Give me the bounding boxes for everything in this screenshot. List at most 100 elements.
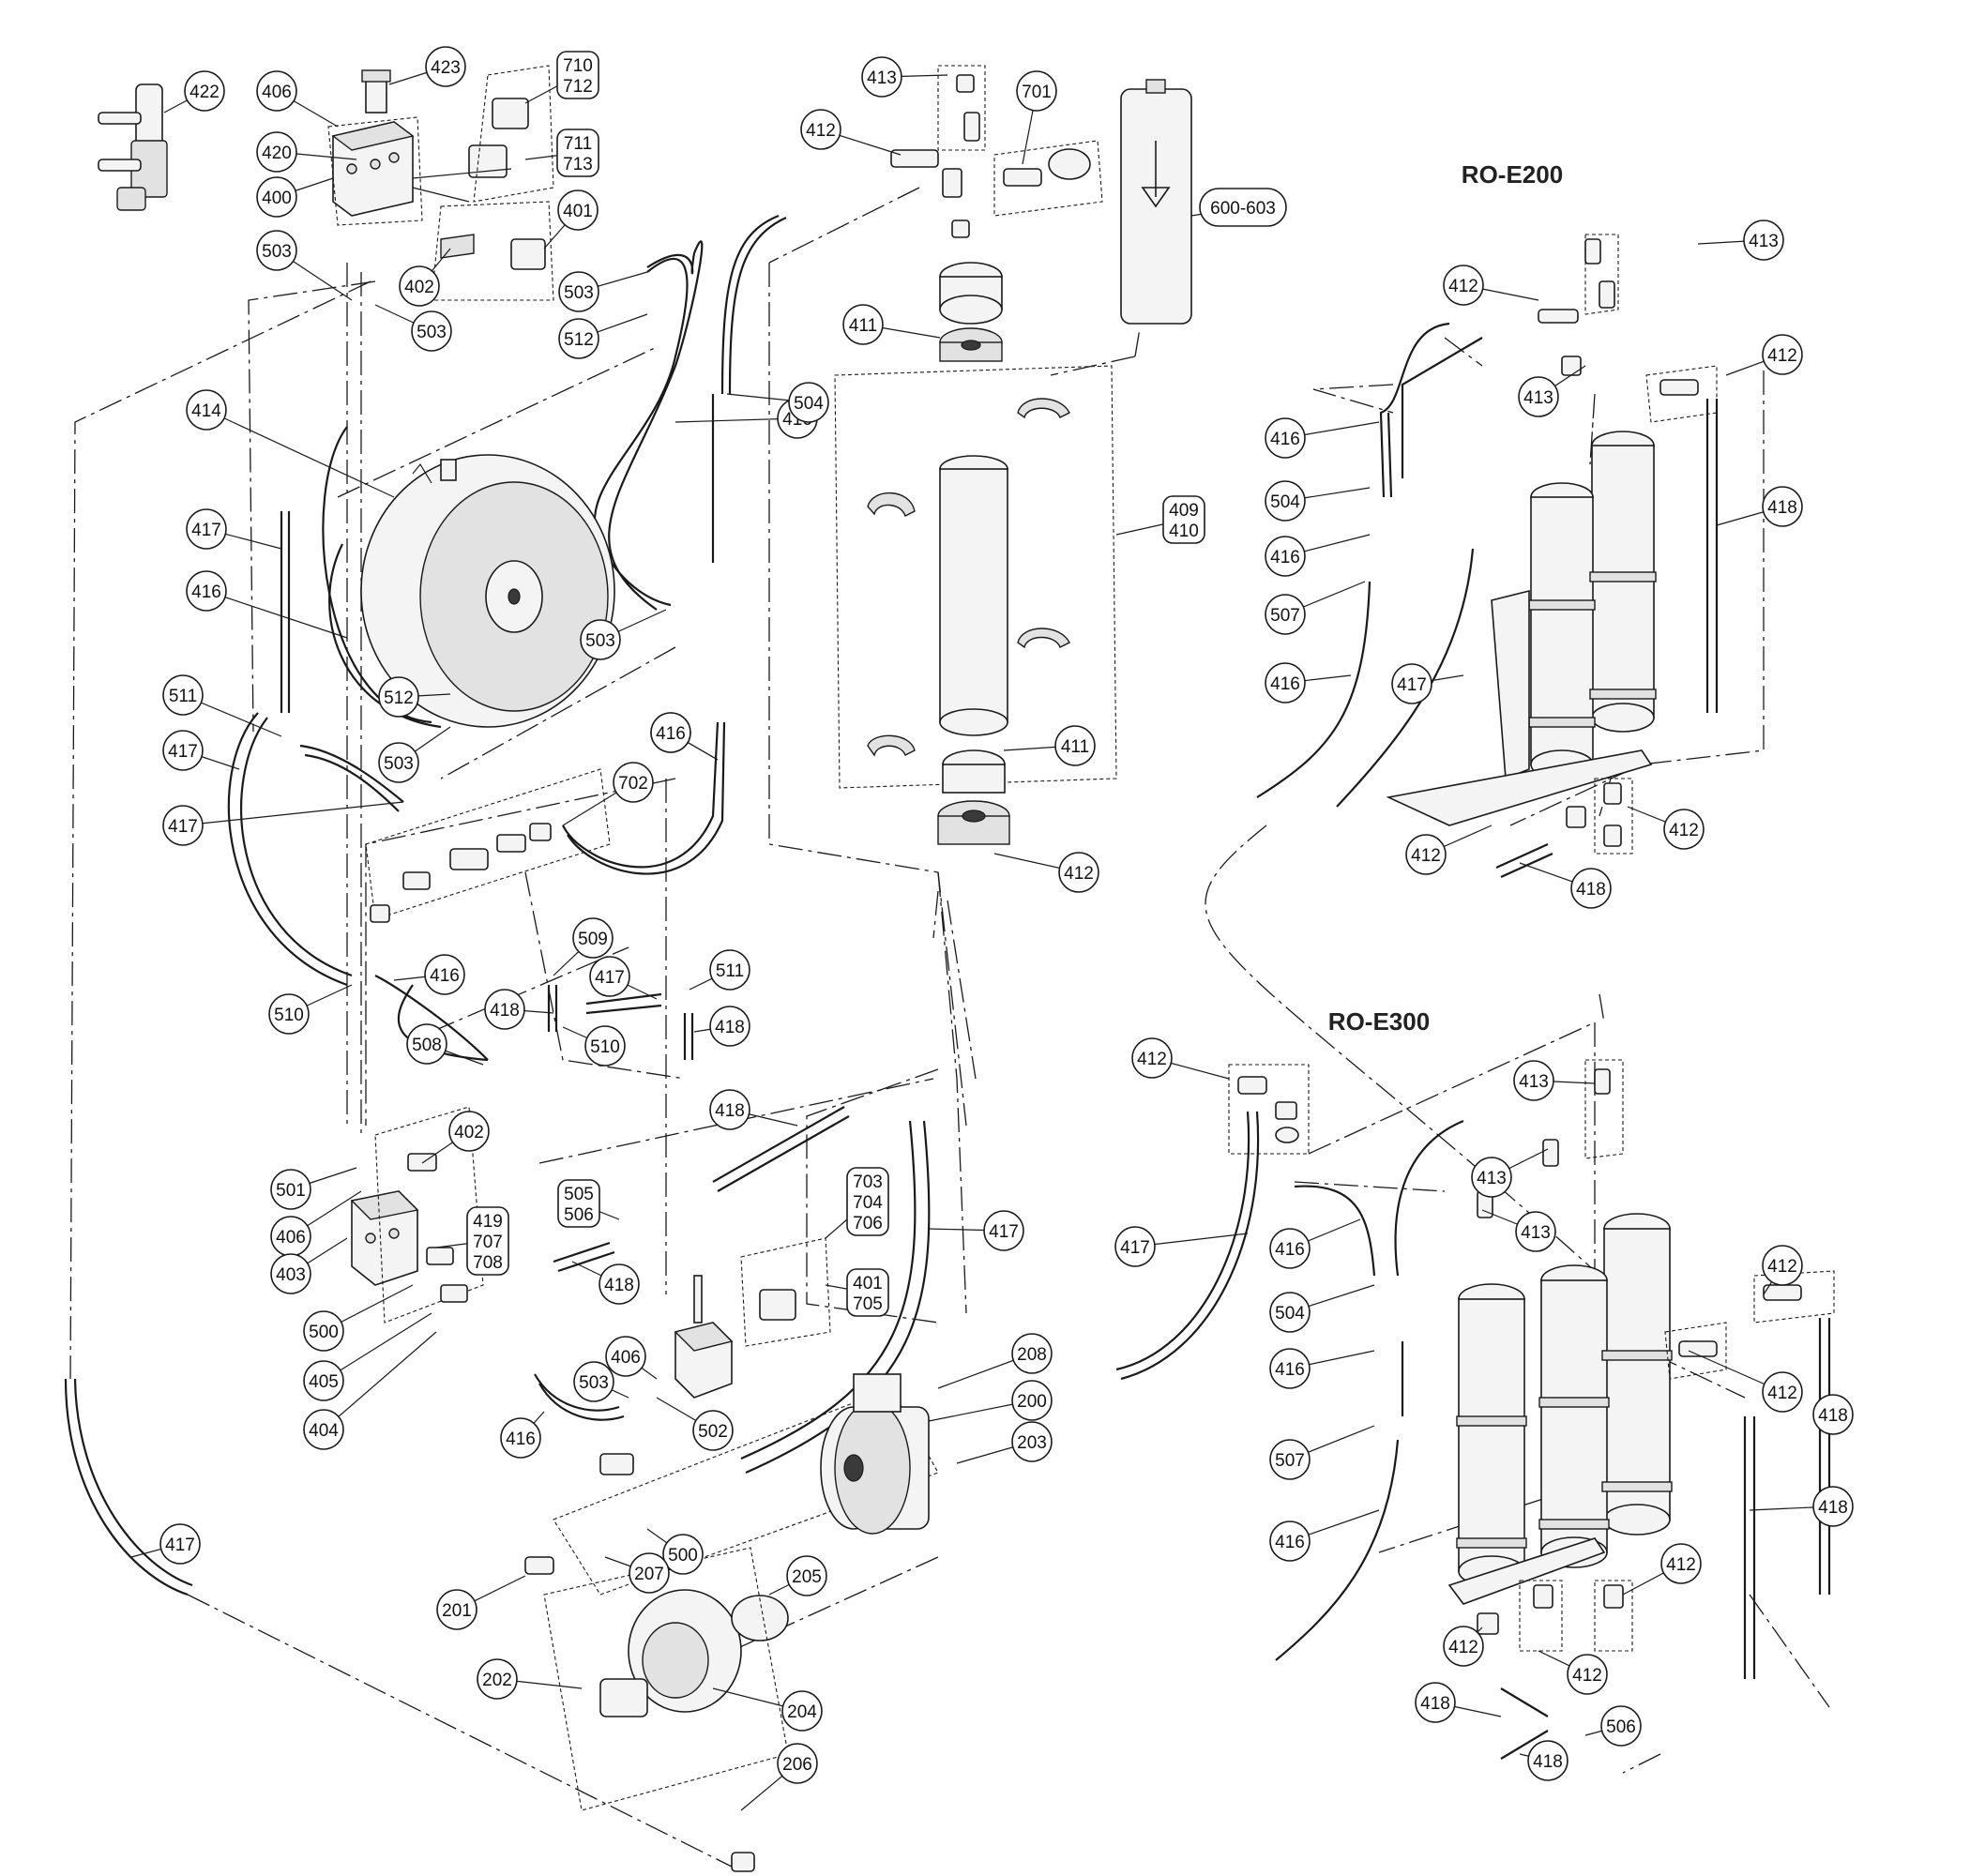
callout-number: 503 [564, 283, 594, 303]
ro-e200-assembly [1205, 234, 1765, 1314]
callout-bubble [1265, 594, 1306, 635]
callout-bubble [1011, 1421, 1053, 1462]
pump-motor-assembly-200 [524, 1373, 939, 1872]
callout-bubble [558, 318, 599, 359]
callout-number: 402 [404, 278, 434, 297]
callout-bubble [1663, 809, 1705, 850]
callout-c418b: 418 [693, 1006, 750, 1047]
callout-c416b: 416 [186, 570, 348, 639]
callout-c412a: 412 [800, 109, 902, 156]
callout-bubble [256, 131, 297, 173]
callout-bubble [1011, 1333, 1053, 1374]
callout-number: 507 [1270, 606, 1300, 626]
callout-number: 405 [309, 1372, 339, 1392]
callout-number: 418 [715, 1018, 745, 1037]
callout-bubble [184, 70, 225, 112]
callout-e2_412a: 412 [1443, 265, 1539, 306]
callout-number: 416 [1270, 548, 1300, 567]
callout-bubble [599, 1263, 640, 1305]
callout-number: 402 [454, 1123, 484, 1142]
callout-bubble [1743, 219, 1784, 261]
callout-bubble [1269, 1228, 1311, 1269]
callout-number: 404 [309, 1421, 339, 1441]
callout-bubble [1660, 1543, 1702, 1584]
valve-assembly-422 [98, 83, 168, 211]
callout-e3_418b: 418 [1749, 1486, 1854, 1527]
callout-number: 208 [1017, 1345, 1047, 1365]
callout-c701: 701 [1016, 70, 1057, 165]
callout-bubble [1054, 725, 1096, 766]
callout-bubble [162, 674, 204, 716]
callout-bubble [1162, 495, 1205, 544]
callout-bubble [650, 712, 691, 753]
callout-c512b: 512 [378, 676, 451, 718]
callout-e2_507: 507 [1265, 581, 1366, 635]
callout-number: 413 [867, 68, 897, 88]
callout-e3_416c: 416 [1269, 1509, 1380, 1562]
callout-bubble [846, 1167, 889, 1236]
callout-bubble [580, 619, 621, 660]
callout-number: 416 [1275, 1533, 1305, 1552]
callout-c510b: 510 [562, 1025, 626, 1067]
callout-bubble [256, 230, 297, 271]
callout-number: 206 [782, 1755, 812, 1775]
callout-number: 412 [1767, 1257, 1797, 1277]
callout-number: 503 [579, 1373, 609, 1393]
callout-bubble [424, 954, 465, 995]
callout-bubble [589, 956, 630, 997]
callout-bubble [584, 1025, 626, 1067]
callout-e2_418b: 418 [1519, 862, 1612, 909]
callout-bubble [983, 1210, 1024, 1251]
callout-number: 409 [1169, 501, 1199, 521]
callout-c503d: 503 [580, 609, 667, 660]
callout-bubble [406, 1023, 447, 1065]
callout-number: 401 [563, 202, 593, 221]
callout-e2_417: 417 [1391, 663, 1464, 704]
solenoid-block-703 [674, 1237, 831, 1399]
callout-bubble [162, 805, 204, 846]
callout-leader-line [323, 1331, 437, 1430]
callout-e3_413b: 413 [1471, 1148, 1549, 1198]
callout-bubble [709, 1089, 750, 1130]
callout-c503a: 503 [256, 230, 353, 301]
callout-bubble [1443, 265, 1484, 306]
callout-number: 416 [1270, 674, 1300, 694]
callout-bubble [268, 993, 310, 1035]
callout-number: 706 [853, 1214, 883, 1233]
callout-c404: 404 [303, 1331, 437, 1450]
callout-c206: 206 [740, 1743, 818, 1811]
callout-number: 412 [1767, 346, 1797, 366]
callout-bubble [448, 1111, 490, 1152]
callout-number: 204 [787, 1702, 817, 1722]
callout-bubble [1762, 1371, 1803, 1413]
callout-c511b: 511 [689, 949, 750, 991]
callout-e3_412f: 412 [1538, 1650, 1608, 1695]
callout-number: 511 [716, 961, 744, 981]
callout-e2_504: 504 [1265, 480, 1371, 522]
callout-number: 705 [853, 1294, 883, 1314]
callout-number: 707 [473, 1233, 503, 1252]
variant-label-ro-e200: RO-E200 [1462, 160, 1563, 189]
callout-c204: 204 [712, 1687, 823, 1732]
callout-number: 704 [853, 1193, 883, 1213]
callout-bubble [605, 1336, 646, 1377]
callout-bubble [1265, 662, 1306, 704]
callout-number: 506 [1606, 1717, 1636, 1737]
callout-bubble [1527, 1740, 1568, 1781]
callout-c417e: 417 [928, 1210, 1024, 1251]
callout-bubble [800, 109, 841, 150]
callout-e3_417: 417 [1114, 1226, 1249, 1267]
callout-number: 506 [564, 1205, 594, 1225]
callout-bubble [186, 570, 227, 612]
callout-e3_507: 507 [1269, 1425, 1375, 1480]
callout-number: 419 [473, 1212, 503, 1232]
callout-e3_418d: 418 [1519, 1740, 1568, 1781]
callout-bubble [573, 1361, 614, 1402]
callout-c402b: 402 [421, 1111, 490, 1164]
callout-c406c: 406 [605, 1336, 658, 1380]
callout-number: 401 [853, 1274, 883, 1294]
callout-number: 416 [1275, 1360, 1305, 1380]
callout-bubble [1570, 868, 1612, 909]
callout-bubble [1269, 1439, 1311, 1480]
callout-bubble [256, 70, 297, 112]
